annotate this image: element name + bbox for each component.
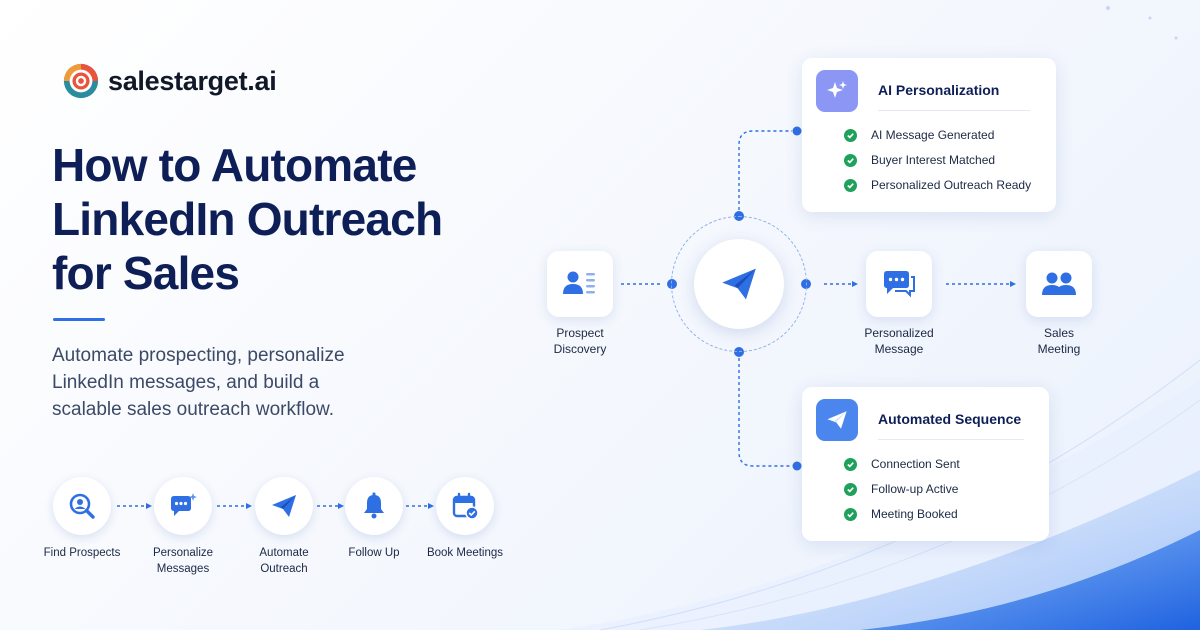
- check-icon: [844, 153, 857, 167]
- step-label: Personalize: [152, 547, 214, 559]
- card-title: Automated Sequence: [878, 411, 1022, 427]
- step-icon-circle: [345, 477, 403, 535]
- chat-sparkle-icon: [171, 493, 197, 516]
- card-divider: [878, 110, 1030, 111]
- node-label-line: Meeting: [1037, 342, 1081, 356]
- title-line: LinkedIn Outreach: [52, 193, 443, 245]
- paper-plane-icon: [827, 411, 847, 429]
- check-icon: [844, 128, 857, 142]
- node-label-line: Sales: [1043, 326, 1075, 340]
- card-ai-personalization: AI Personalization AI Message Generated …: [802, 58, 1056, 212]
- step-icon-circle: [436, 477, 494, 535]
- card-list-item: Meeting Booked: [844, 507, 958, 521]
- card-list-item: AI Message Generated: [844, 128, 994, 142]
- node-label: Prospect Discovery: [520, 325, 640, 357]
- node-label: Personalized Message: [839, 325, 959, 357]
- step-icon-circle: [154, 477, 212, 535]
- card-list-item: Follow-up Active: [844, 482, 958, 496]
- card-divider: [878, 439, 1024, 440]
- step-icon-circle: [255, 477, 313, 535]
- step-label: Messages: [156, 563, 210, 575]
- subtitle: Automate prospecting, personalize Linked…: [52, 342, 382, 423]
- bell-icon: [364, 492, 384, 519]
- title-line: for Sales: [52, 247, 240, 299]
- node-label-line: Discovery: [553, 342, 607, 356]
- check-icon: [844, 178, 857, 192]
- step-icon-circle: [53, 477, 111, 535]
- card-item-label: Buyer Interest Matched: [871, 153, 996, 167]
- node-label: Sales Meeting: [999, 325, 1119, 357]
- sparkle-icon: [827, 81, 847, 98]
- step-label: Book Meetings: [426, 547, 504, 559]
- step-label: Follow Up: [348, 547, 400, 559]
- card-item-label: Follow-up Active: [871, 482, 959, 496]
- card-icon-box: [816, 70, 858, 112]
- card-list-item: Buyer Interest Matched: [844, 153, 995, 167]
- title-line: How to Automate: [52, 139, 417, 191]
- brand-name: salestarget.ai: [108, 65, 277, 96]
- step-personalize-messages: Personalize Messages: [128, 477, 238, 577]
- step-label: Automate: [259, 547, 309, 559]
- paper-plane-icon: [722, 268, 756, 300]
- subtitle-line: Automate prospecting, personalize: [52, 345, 345, 366]
- check-icon: [844, 457, 857, 471]
- step-label: Find Prospects: [43, 547, 121, 559]
- check-icon: [844, 482, 857, 496]
- node-prospect-discovery: [547, 251, 613, 317]
- calendar-check-icon: [452, 492, 479, 520]
- node-personalized-message: [866, 251, 932, 317]
- card-list-item: Connection Sent: [844, 457, 960, 471]
- card-list-item: Personalized Outreach Ready: [844, 178, 1031, 192]
- node-label-line: Message: [874, 342, 924, 356]
- user-list-icon: [563, 271, 595, 294]
- node-label-line: Prospect: [556, 326, 604, 340]
- subtitle-line: scalable sales outreach workflow.: [52, 399, 334, 420]
- card-item-label: Meeting Booked: [871, 507, 958, 521]
- node-sales-meeting: [1026, 251, 1092, 317]
- card-item-label: Personalized Outreach Ready: [871, 178, 1032, 192]
- card-automated-sequence: Automated Sequence Connection Sent Follo…: [802, 387, 1049, 541]
- step-automate-outreach: Automate Outreach: [229, 477, 339, 577]
- search-user-icon: [69, 493, 95, 519]
- users-icon: [1042, 272, 1076, 295]
- card-icon-box: [816, 399, 858, 441]
- step-find-prospects: Find Prospects: [27, 477, 137, 561]
- step-follow-up: Follow Up: [319, 477, 429, 561]
- step-book-meetings: Book Meetings: [410, 477, 520, 561]
- page-title: How to Automate LinkedIn Outreach for Sa…: [52, 138, 522, 300]
- hub-center: [694, 239, 784, 329]
- chat-icon: [884, 271, 915, 298]
- node-label-line: Personalized: [864, 326, 934, 340]
- subtitle-line: LinkedIn messages, and build a: [52, 372, 320, 393]
- paper-plane-icon: [272, 495, 296, 517]
- check-icon: [844, 507, 857, 521]
- accent-divider: [53, 318, 105, 321]
- step-label: Outreach: [260, 563, 308, 575]
- brand-logo[interactable]: salestarget.ai: [62, 62, 277, 100]
- target-logo-icon: [63, 63, 99, 99]
- card-item-label: AI Message Generated: [871, 128, 995, 142]
- card-item-label: Connection Sent: [871, 457, 960, 471]
- hub-ring: [671, 216, 807, 352]
- card-title: AI Personalization: [878, 82, 1000, 98]
